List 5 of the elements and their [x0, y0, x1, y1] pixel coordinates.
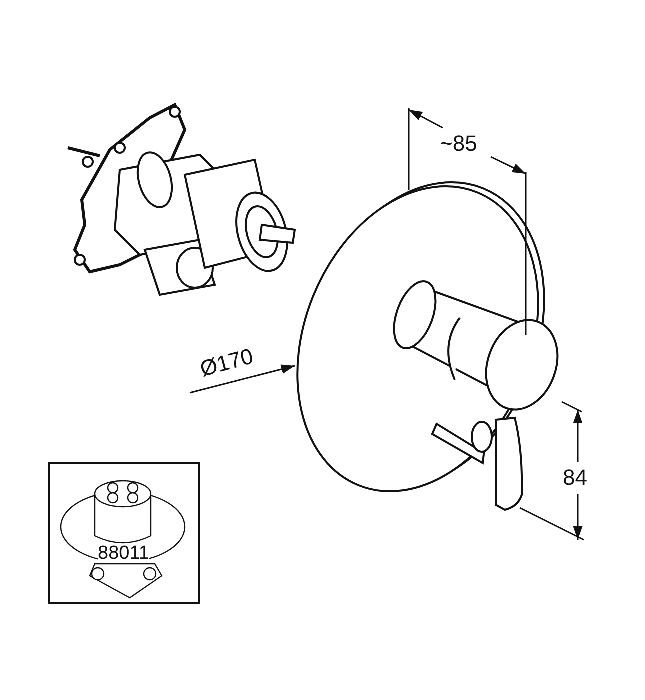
dimension-label: Ø170	[198, 345, 256, 381]
part-number: 88011	[98, 544, 150, 563]
dimension-label: ~85	[440, 133, 478, 155]
dimension-label: 84	[563, 467, 588, 489]
inset-frame	[48, 462, 200, 604]
